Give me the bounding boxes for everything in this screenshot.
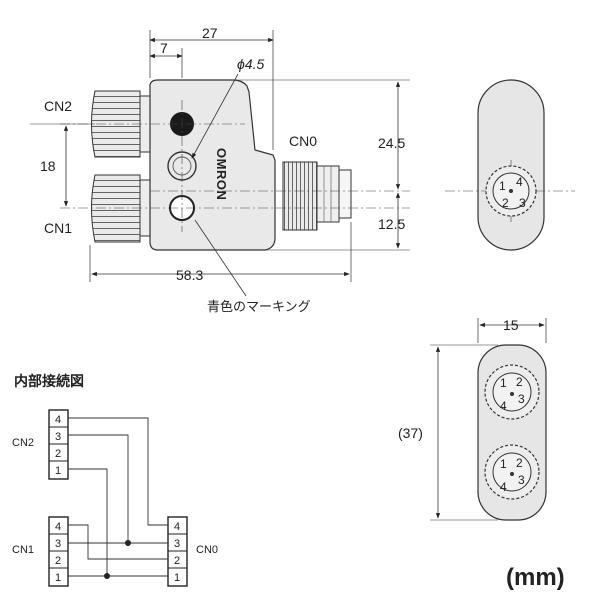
- wiring-label-cn2: CN2: [12, 437, 34, 449]
- label-cn2: CN2: [44, 98, 72, 114]
- bottom-view-cn12: 2 1 3 4 2 1 3 4 15 (37): [398, 317, 547, 521]
- cn0-terminal-3: 3: [174, 538, 180, 550]
- dim-height-245: 24.5: [378, 135, 405, 151]
- cn1-pin-4: 4: [500, 480, 507, 494]
- cn0-pin-2: 2: [502, 196, 509, 210]
- cn2-pin-2: 2: [516, 375, 523, 389]
- cn0-terminal-1: 1: [174, 572, 180, 584]
- cn0-knurled-nut: [282, 161, 318, 231]
- y-joint-body: [149, 79, 276, 251]
- dim-height-125: 12.5: [378, 216, 405, 232]
- label-blue-marking: 青色のマーキング: [207, 299, 311, 314]
- cn0-pin-1: 1: [499, 179, 506, 193]
- wiring-label-cn1: CN1: [12, 544, 34, 556]
- dim-length-583: 58.3: [176, 267, 203, 283]
- dim-height-37: (37): [398, 425, 423, 441]
- cn1-terminal-4: 4: [55, 521, 61, 533]
- internal-wiring-diagram: 内部接続図 CN2 4 3 2 1 CN1 4 3 2 1 CN0 4 3 2 …: [12, 373, 218, 587]
- dim-pitch-18: 18: [40, 158, 56, 174]
- cn2-terminal-2: 2: [55, 448, 61, 460]
- cn0-pin-4: 4: [516, 175, 523, 189]
- unit-label: (mm): [506, 564, 565, 591]
- cn0-pin-3: 3: [519, 196, 526, 210]
- dim-width-15: 15: [503, 317, 519, 333]
- wires: [68, 417, 168, 577]
- cn2-pin-4: 4: [500, 399, 507, 413]
- junction-node-pin3: [125, 540, 131, 546]
- wiring-label-cn0: CN0: [196, 544, 218, 556]
- cn2-terminal-1: 1: [55, 465, 61, 477]
- wiring-title: 内部接続図: [14, 373, 84, 389]
- cn1-knurled-nut: [91, 174, 141, 243]
- cn0-terminal-2: 2: [174, 555, 180, 567]
- cn1-pin-3: 3: [518, 473, 525, 487]
- cn1-pin-2: 2: [516, 456, 523, 470]
- cn1-terminal-1: 1: [55, 572, 61, 584]
- dim-phi-45: ϕ4.5: [237, 56, 264, 72]
- cn2-pin-1: 1: [500, 376, 507, 390]
- brand-logo: OMRON: [214, 148, 229, 200]
- dim-gap-7: 7: [160, 40, 168, 56]
- cn2-terminal-4: 4: [55, 414, 61, 426]
- cn1-terminal-2: 2: [55, 555, 61, 567]
- cn2-terminal-3: 3: [55, 431, 61, 443]
- junction-node-pin1: [104, 573, 110, 579]
- dim-width-27: 27: [202, 25, 218, 41]
- cn0-threaded-stub: [316, 165, 340, 223]
- cn0-tip: [338, 169, 352, 219]
- label-cn1: CN1: [44, 220, 72, 236]
- cn1-pin-1: 1: [500, 457, 507, 471]
- front-view: OMRON 27 7 ϕ4.5 18 CN2 CN1 CN0 24.5 1: [30, 25, 410, 314]
- cn0-terminal-4: 4: [174, 521, 180, 533]
- side-view-cn0: 4 1 2 3: [445, 79, 575, 251]
- cn2-pin-3: 3: [518, 392, 525, 406]
- cn1-terminal-3: 3: [55, 538, 61, 550]
- label-cn0: CN0: [289, 133, 317, 149]
